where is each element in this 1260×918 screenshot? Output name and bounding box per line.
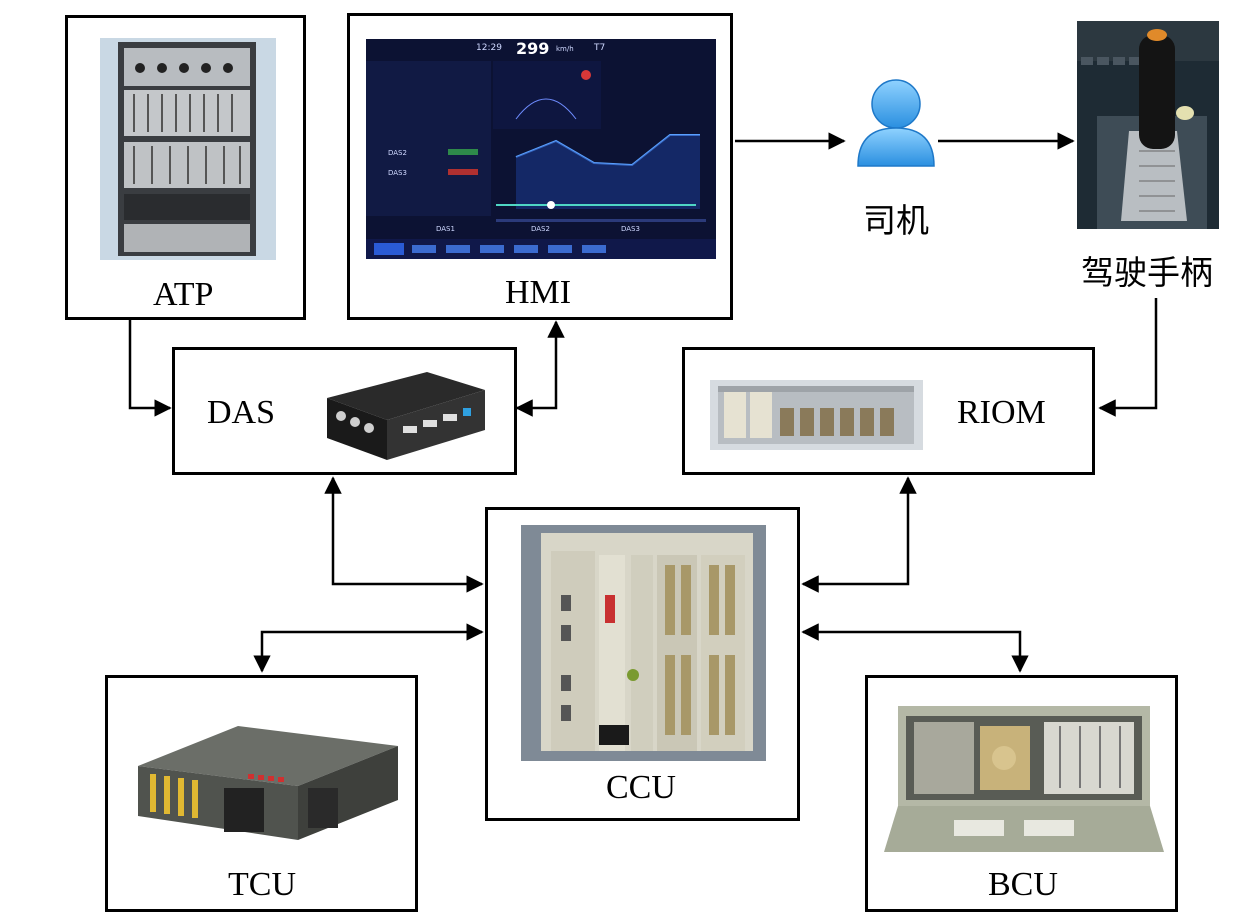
riom-label: RIOM [957, 394, 1046, 431]
hmi-time: 12:29 [476, 43, 502, 53]
riom-device-photo [710, 380, 923, 450]
atp-label: ATP [153, 276, 214, 313]
driver-icon [857, 79, 935, 167]
arrow-riom-ccu [801, 476, 917, 593]
hmi-side-das3: DAS3 [388, 169, 407, 177]
driver-label: 司机 [863, 201, 929, 240]
hmi-tab-das3[interactable]: DAS3 [621, 225, 640, 233]
hmi-box: 12:29 299 km/h T7 DAS2 DAS3 DAS1 DAS2 DA… [347, 13, 733, 320]
bcu-device-photo [884, 696, 1164, 856]
bcu-label: BCU [988, 866, 1058, 903]
hmi-side-das2: DAS2 [388, 149, 407, 157]
hmi-speed-unit: km/h [556, 45, 574, 53]
arrow-hmi-das [515, 320, 565, 417]
riom-box: RIOM [682, 347, 1095, 475]
arrow-atp-to-das [128, 320, 172, 417]
arrow-das-ccu [324, 476, 484, 593]
arrow-ccu-tcu [253, 623, 484, 673]
atp-cabinet-photo [100, 38, 276, 260]
bcu-box: BCU [865, 675, 1178, 912]
hmi-tab-das1[interactable]: DAS1 [436, 225, 455, 233]
hmi-train: T7 [594, 43, 606, 53]
das-box: DAS [172, 347, 517, 475]
hmi-speed: 299 [516, 39, 550, 58]
tcu-label: TCU [228, 866, 296, 903]
hmi-tab-das2[interactable]: DAS2 [531, 225, 550, 233]
das-device-photo [307, 368, 493, 464]
das-label: DAS [207, 394, 276, 431]
hmi-label: HMI [505, 274, 572, 311]
ccu-label: CCU [606, 769, 676, 806]
atp-box: ATP [65, 15, 306, 320]
arrow-ccu-bcu [801, 623, 1029, 673]
tcu-box: TCU [105, 675, 418, 912]
handle-photo [1077, 21, 1219, 229]
ccu-rack-photo [521, 525, 766, 761]
hmi-screen: 12:29 299 km/h T7 DAS2 DAS3 DAS1 DAS2 DA… [366, 39, 716, 259]
tcu-device-photo [128, 716, 398, 844]
handle-label: 驾驶手柄 [1081, 253, 1213, 292]
arrow-handle-to-riom [1098, 298, 1158, 417]
ccu-box: CCU [485, 507, 800, 821]
